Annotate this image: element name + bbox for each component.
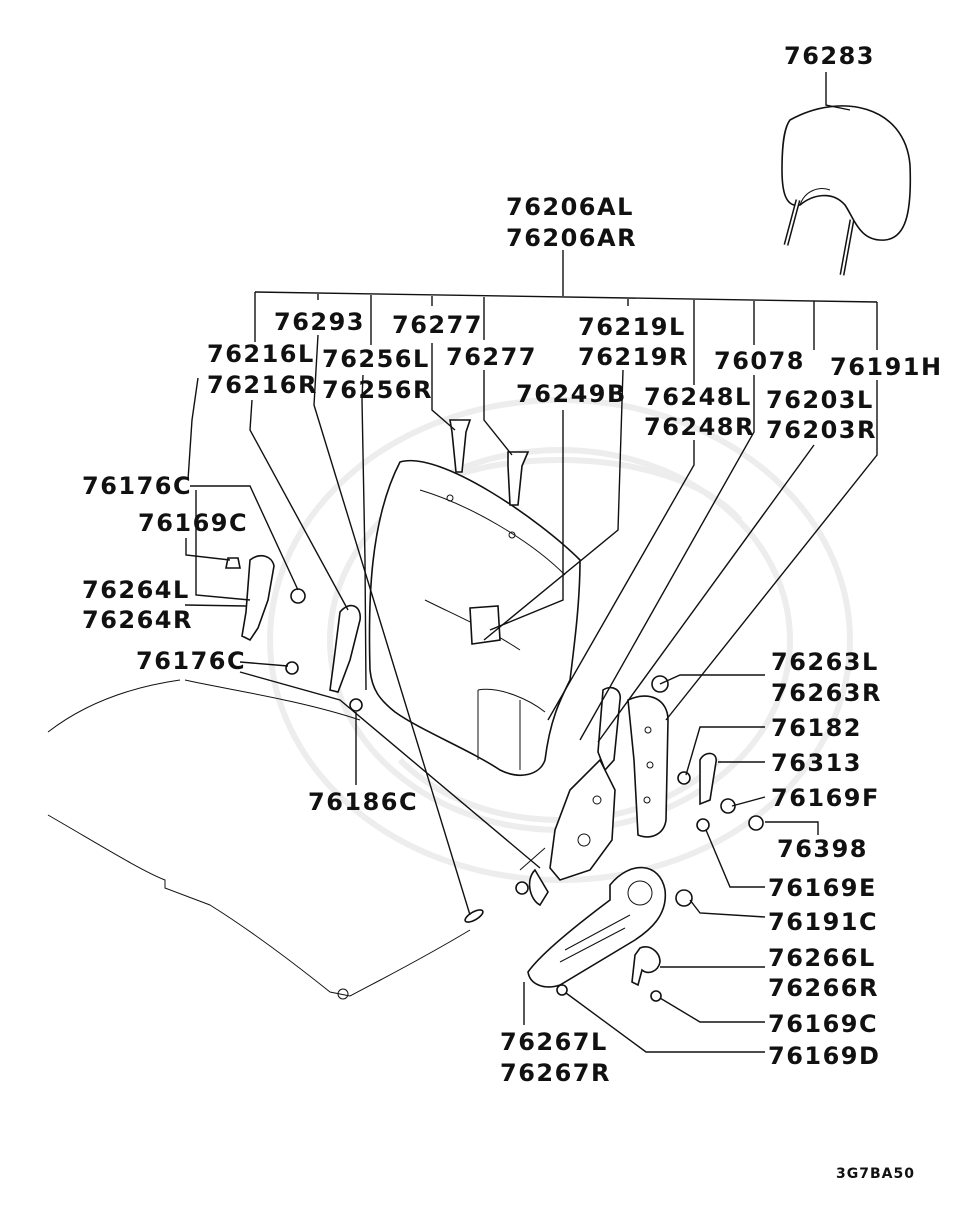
label-76219R: 76219R bbox=[578, 343, 689, 371]
label-76206AL: 76206AL bbox=[506, 193, 634, 221]
label-76078: 76078 bbox=[714, 347, 805, 375]
label-76219L: 76219L bbox=[578, 313, 686, 341]
headrest-76283 bbox=[781, 105, 912, 276]
label-76263L: 76263L bbox=[771, 648, 879, 676]
leader-lines bbox=[184, 72, 878, 1053]
label-76191C: 76191C bbox=[768, 908, 878, 936]
label-76169F: 76169F bbox=[771, 784, 880, 812]
label-76216L: 76216L bbox=[207, 340, 315, 368]
label-76266R: 76266R bbox=[768, 974, 879, 1002]
label-76264R: 76264R bbox=[82, 606, 193, 634]
label-76203L: 76203L bbox=[766, 386, 874, 414]
label-76186C: 76186C bbox=[308, 788, 418, 816]
label-76263R: 76263R bbox=[771, 679, 882, 707]
label-76267L: 76267L bbox=[500, 1028, 608, 1056]
lever-76267 bbox=[527, 866, 667, 988]
label-76249B: 76249B bbox=[516, 380, 627, 408]
label-76283: 76283 bbox=[784, 42, 875, 70]
label-76191H: 76191H bbox=[830, 353, 943, 381]
label-76277-b: 76277 bbox=[446, 343, 537, 371]
label-76176C-a: 76176C bbox=[82, 472, 192, 500]
label-76169C-a: 76169C bbox=[138, 509, 248, 537]
label-76176C-b: 76176C bbox=[136, 647, 246, 675]
label-76264L: 76264L bbox=[82, 576, 190, 604]
label-76182: 76182 bbox=[771, 714, 862, 742]
drawing-code: 3G7BA50 bbox=[836, 1166, 915, 1182]
recliner-assembly bbox=[528, 686, 669, 907]
label-76216R: 76216R bbox=[207, 371, 318, 399]
fasteners bbox=[449, 419, 764, 1002]
label-76169C-b: 76169C bbox=[768, 1010, 878, 1038]
label-76248L: 76248L bbox=[644, 383, 752, 411]
label-76256L: 76256L bbox=[322, 345, 430, 373]
label-76169D: 76169D bbox=[768, 1042, 880, 1070]
label-76293: 76293 bbox=[274, 308, 365, 336]
label-76277-a: 76277 bbox=[392, 311, 483, 339]
label-76203R: 76203R bbox=[766, 416, 877, 444]
label-76267R: 76267R bbox=[500, 1059, 611, 1087]
label-76266L: 76266L bbox=[768, 944, 876, 972]
part-labels: 76283 76206AL 76206AR 76293 76277 76219L… bbox=[82, 42, 943, 1182]
label-76313: 76313 bbox=[771, 749, 862, 777]
label-76248R: 76248R bbox=[644, 413, 755, 441]
label-76256R: 76256R bbox=[322, 376, 433, 404]
seat-cushion-outline bbox=[47, 679, 546, 1000]
label-76206AR: 76206AR bbox=[506, 224, 637, 252]
label-76398: 76398 bbox=[777, 835, 868, 863]
label-76169E: 76169E bbox=[768, 874, 877, 902]
